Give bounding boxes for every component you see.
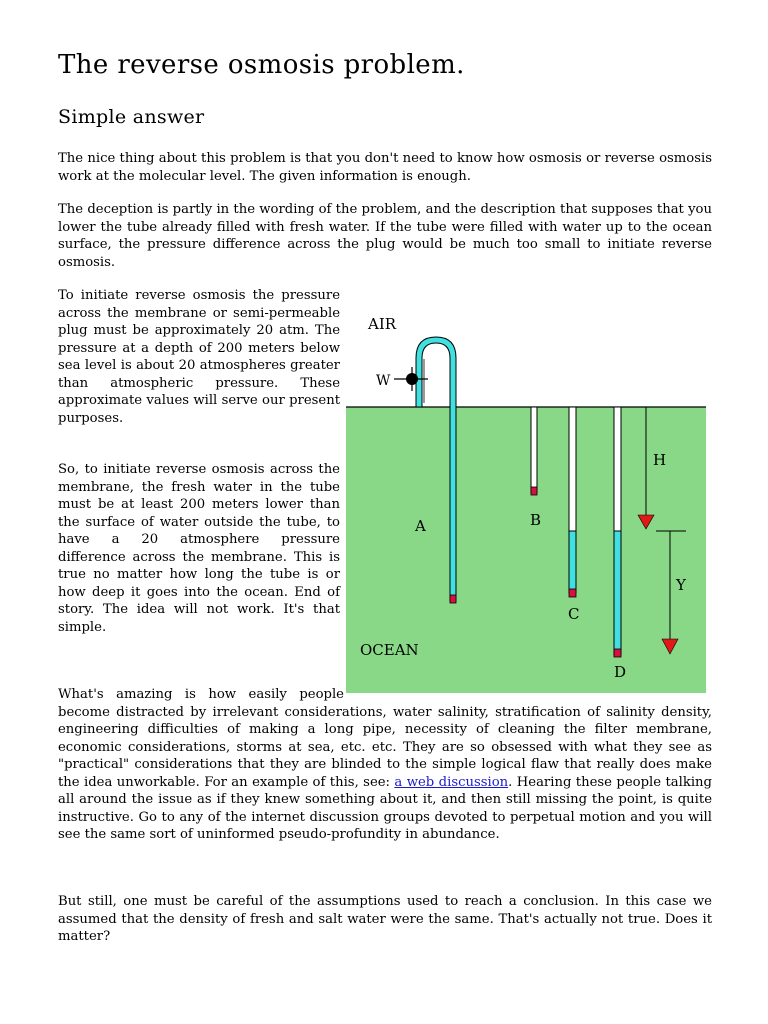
label-air: AIR [367,315,397,333]
paragraph-initiate: So, to initiate reverse osmosis across t… [58,462,340,635]
paragraph-intro: The nice thing about this problem is tha… [58,151,712,184]
tube-c-plug [568,588,577,598]
paragraph-deception: The deception is partly in the wording o… [58,202,712,270]
label-c: C [568,605,579,623]
tube-a [415,336,457,604]
label-h: H [653,451,666,469]
paragraph-distraction-text-after: . Hearing these people talking all aroun… [58,774,712,843]
arrow-h [637,407,655,530]
label-y: Y [675,576,687,594]
paragraph-distraction-text: What's amazing is how easily people beco… [58,687,712,790]
tube-a-plug [449,594,457,604]
label-ocean: OCEAN [360,641,419,659]
label-b: B [530,511,541,529]
tube-d-plug [613,648,622,658]
reverse-osmosis-diagram: AIR W A B C D H Y OCEAN [346,315,706,693]
label-d: D [614,663,626,681]
paragraph-distraction: What's amazing is how easily people beco… [58,686,712,844]
arrow-y [656,530,686,655]
web-discussion-link[interactable]: a web discussion [394,774,509,790]
label-a: A [414,517,426,535]
section-heading: Simple answer [58,106,205,128]
paragraph-pressure: To initiate reverse osmosis the pressure… [58,288,340,426]
tube-c [568,406,577,598]
tube-b [530,406,538,496]
label-w: W [376,373,391,389]
tube-d [613,406,622,658]
valve-w-icon [394,359,428,403]
tube-b-plug [530,486,538,496]
page-title: The reverse osmosis problem. [58,50,465,80]
paragraph-assumptions: But still, one must be careful of the as… [58,894,712,944]
